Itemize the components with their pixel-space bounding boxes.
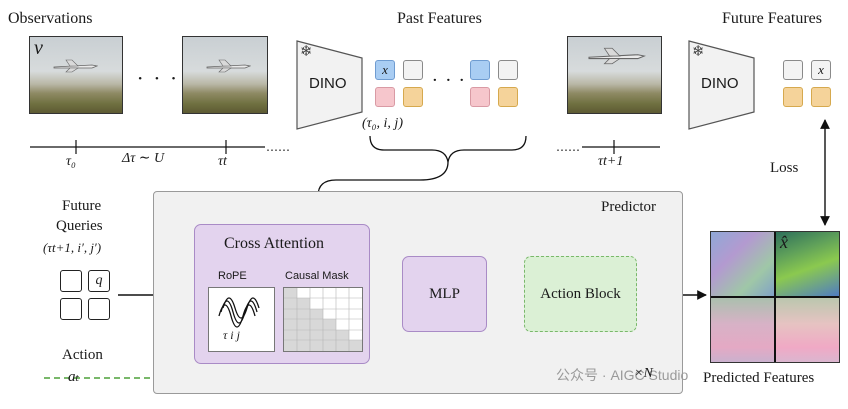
future-token bbox=[783, 87, 803, 107]
past-token bbox=[403, 87, 423, 107]
mask-grid-icon bbox=[284, 288, 362, 351]
frames-ellipsis: · · · bbox=[137, 66, 179, 90]
future-features-heading: Future Features bbox=[722, 10, 822, 27]
airplane-icon bbox=[206, 59, 251, 73]
x-hat-label: x̂ bbox=[780, 232, 788, 252]
cross-attention-label: Cross Attention bbox=[224, 235, 325, 252]
dino-encoder-future bbox=[688, 40, 755, 130]
predicted-quadrant bbox=[711, 297, 775, 362]
predicted-features-grid bbox=[710, 231, 840, 363]
tau-t-label: τt bbox=[218, 154, 227, 169]
snowflake-icon: ❄ bbox=[300, 43, 313, 60]
airplane-icon bbox=[53, 59, 98, 73]
future-frame bbox=[567, 36, 662, 114]
tau-t1-label: τt+1 bbox=[598, 154, 624, 169]
query-token bbox=[60, 270, 82, 292]
predictor-label: Predictor bbox=[601, 199, 656, 215]
action-heading: Action bbox=[62, 347, 103, 363]
causal-mask-panel bbox=[283, 287, 363, 352]
query-token bbox=[88, 298, 110, 320]
observation-frame-0: v bbox=[29, 36, 123, 114]
loss-label: Loss bbox=[770, 160, 799, 176]
future-token bbox=[783, 60, 803, 80]
dino-label-past: DINO bbox=[309, 75, 347, 92]
predicted-features-label: Predicted Features bbox=[703, 370, 815, 386]
query-index: (τt+1, i′, j′) bbox=[43, 240, 102, 255]
predicted-quadrant bbox=[775, 297, 839, 362]
tokens-ellipsis: · · · bbox=[432, 70, 466, 91]
future-token-x: x bbox=[811, 60, 831, 80]
snowflake-icon: ❄ bbox=[692, 43, 705, 60]
observation-frame-t bbox=[182, 36, 268, 114]
past-token bbox=[403, 60, 423, 80]
dino-encoder-past bbox=[296, 40, 363, 130]
future-queries-line2: Queries bbox=[56, 218, 103, 234]
tau0-label: τ₀ bbox=[66, 154, 76, 169]
past-token bbox=[470, 87, 490, 107]
delta-tau-label: Δτ ∼ U bbox=[122, 151, 165, 166]
past-token-x: x bbox=[375, 60, 395, 80]
rope-axes: τ i j bbox=[223, 328, 240, 342]
action-block: Action Block bbox=[524, 256, 637, 332]
wave-icon bbox=[218, 297, 260, 328]
timeline-ellipsis: …… bbox=[556, 140, 580, 154]
past-token bbox=[470, 60, 490, 80]
causal-mask-label: Causal Mask bbox=[285, 270, 349, 282]
timeline-ellipsis: …… bbox=[266, 140, 290, 154]
observations-heading: Observations bbox=[8, 10, 93, 27]
times-n-label: ×N bbox=[634, 366, 653, 381]
past-token bbox=[498, 87, 518, 107]
action-variable: aₜ bbox=[68, 369, 80, 385]
query-token-q: q bbox=[88, 270, 110, 292]
airplane-icon bbox=[588, 47, 646, 65]
grid-divider bbox=[711, 296, 839, 298]
predicted-quadrant bbox=[775, 232, 839, 297]
mlp-block: MLP bbox=[402, 256, 487, 332]
video-variable: v bbox=[34, 37, 43, 59]
past-features-heading: Past Features bbox=[397, 10, 482, 27]
rope-label: RoPE bbox=[218, 270, 247, 282]
watermark: 公众号 · AIGC Studio bbox=[556, 367, 689, 383]
rope-panel: τ i j bbox=[208, 287, 275, 352]
predicted-quadrant bbox=[711, 232, 775, 297]
dino-label-future: DINO bbox=[701, 75, 739, 92]
future-token bbox=[811, 87, 831, 107]
past-token-index: (τ₀, i, j) bbox=[362, 116, 403, 131]
past-token bbox=[375, 87, 395, 107]
past-token bbox=[498, 60, 518, 80]
future-queries-line1: Future bbox=[62, 198, 102, 214]
query-token bbox=[60, 298, 82, 320]
